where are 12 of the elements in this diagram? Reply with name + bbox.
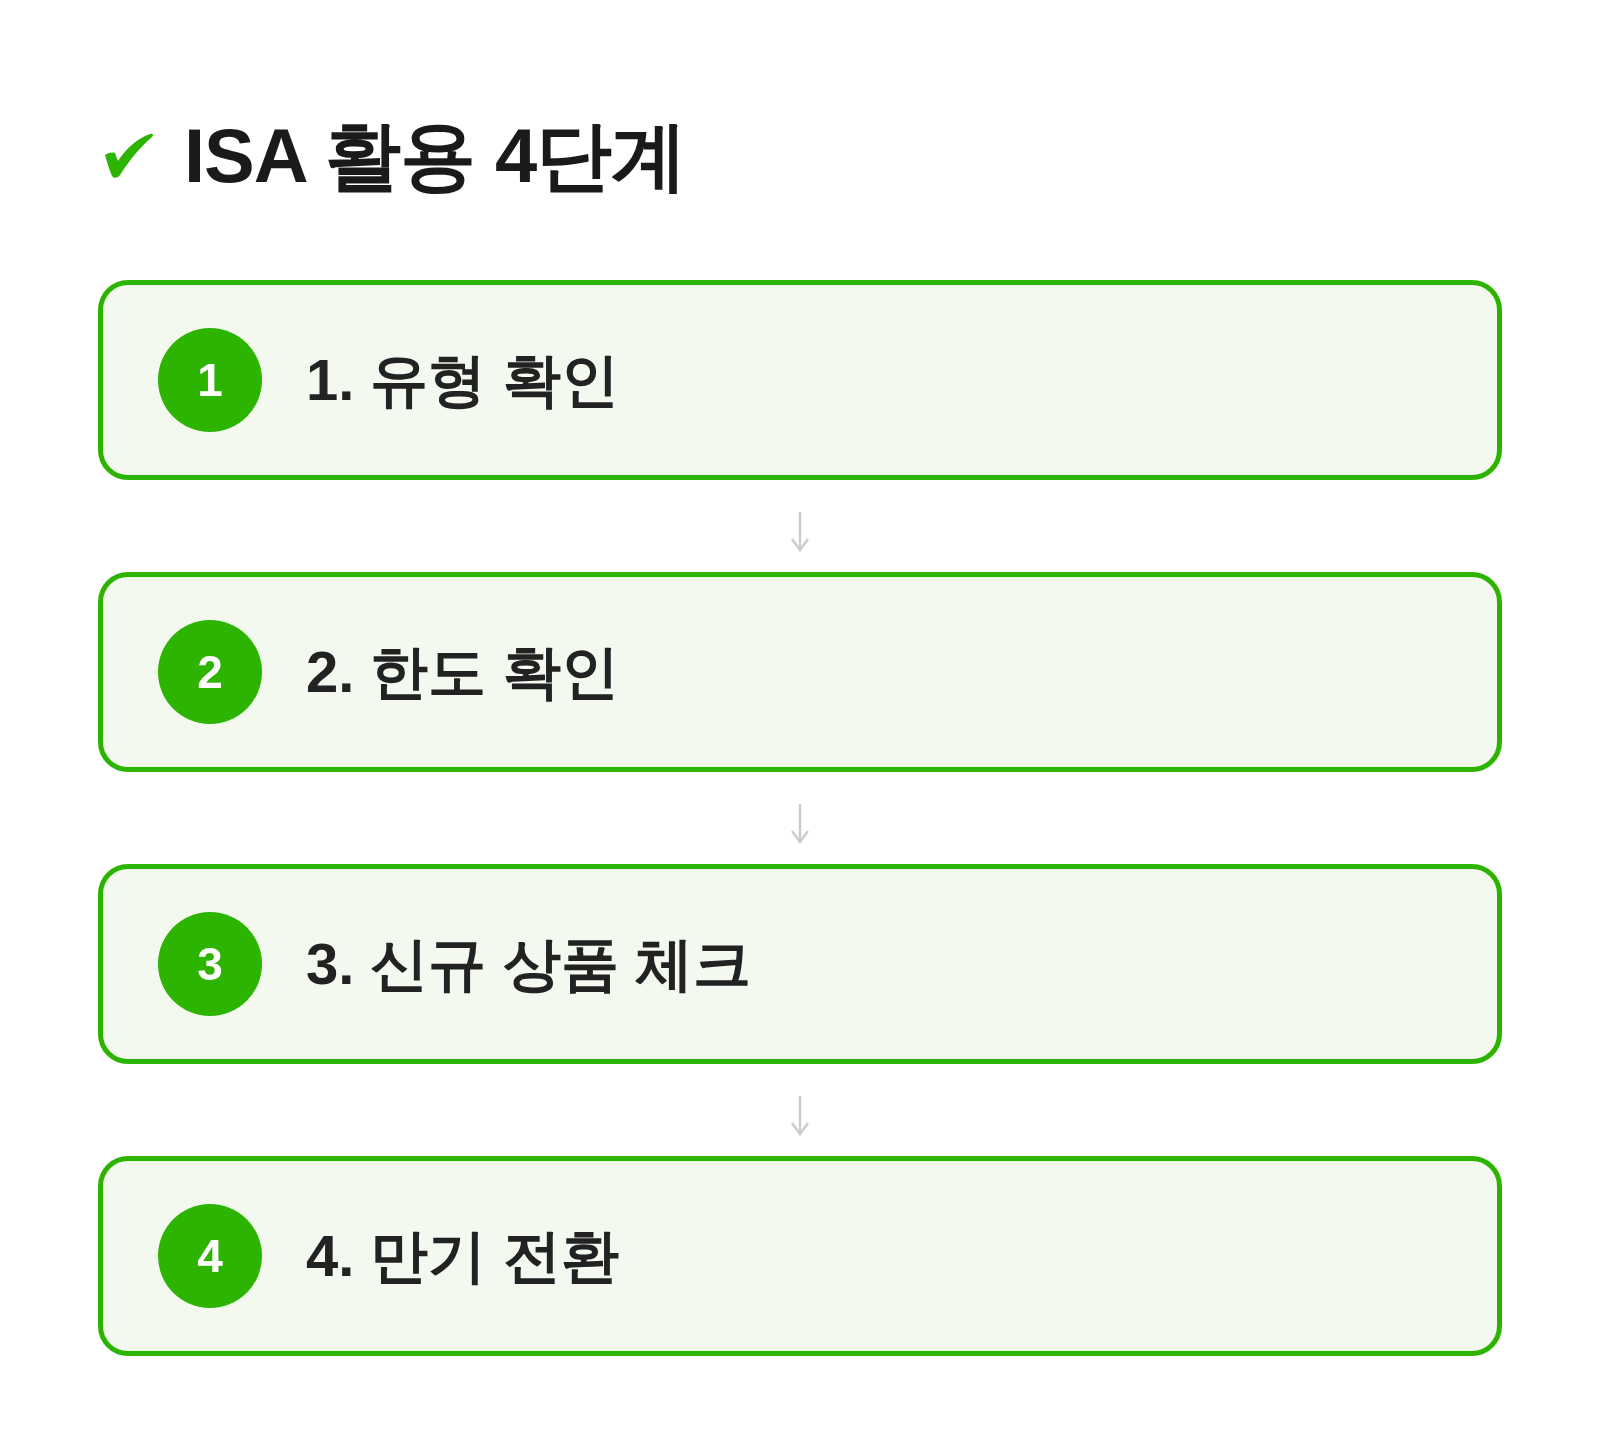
step-label: 1. 유형 확인 [306, 345, 619, 414]
arrow [790, 1096, 810, 1136]
title: ISA 활용 4단계 [184, 112, 687, 200]
step-box [98, 572, 1502, 772]
step-box [98, 280, 1502, 480]
step-box [98, 1156, 1502, 1356]
step-label: 2. 한도 확인 [306, 637, 619, 706]
step-box [98, 864, 1502, 1064]
arrow [790, 804, 810, 844]
step-label: 4. 만기 전환 [306, 1221, 619, 1290]
step-label: 3. 신규 상품 체크 [306, 929, 751, 998]
arrow [790, 512, 810, 552]
